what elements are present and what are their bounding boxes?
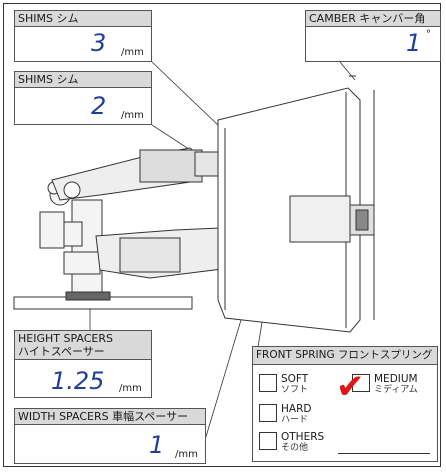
shims-mid-label: SHIMS シム	[15, 72, 151, 88]
medium-checkbox[interactable]	[352, 374, 370, 392]
medium-label: MEDIUM	[374, 373, 418, 385]
camber-value: 1	[406, 29, 422, 57]
shims-top-label: SHIMS シム	[15, 11, 151, 27]
hard-sub-label: ハード	[281, 415, 309, 425]
others-checkbox[interactable]	[259, 432, 277, 450]
height-spacers-unit: /mm	[119, 383, 142, 394]
page-frame	[3, 3, 441, 467]
camber-box: CAMBER キャンバー角 1 °	[305, 10, 441, 62]
shims-mid-value: 2	[91, 92, 107, 120]
shims-mid-unit: /mm	[121, 110, 144, 121]
medium-sub-label: ミディアム	[374, 385, 418, 395]
camber-label: CAMBER キャンバー角	[306, 11, 440, 27]
front-spring-box: FRONT SPRING フロントスプリング	[252, 346, 438, 462]
height-spacers-header: HEIGHT SPACERS ハイトスペーサー	[15, 331, 151, 360]
shims-top-value: 3	[91, 29, 107, 57]
hard-label: HARD	[281, 403, 312, 415]
spring-option-medium[interactable]: MEDIUM ミディアム	[352, 374, 418, 396]
others-label: OTHERS	[281, 431, 325, 443]
height-spacers-value: 1.25	[51, 367, 105, 395]
shims-top-box: SHIMS シム 3 /mm	[14, 10, 152, 62]
width-spacers-label: WIDTH SPACERS 車幅スペーサー	[15, 409, 205, 425]
height-spacers-box: HEIGHT SPACERS ハイトスペーサー 1.25 /mm	[14, 330, 152, 398]
width-spacers-unit: /mm	[175, 449, 198, 460]
width-spacers-box: WIDTH SPACERS 車幅スペーサー 1 /mm	[14, 408, 206, 464]
spring-option-hard[interactable]: HARD ハード	[259, 404, 311, 426]
soft-sub-label: ソフト	[281, 385, 309, 395]
width-spacers-value: 1	[149, 431, 165, 459]
spring-option-soft[interactable]: SOFT ソフト	[259, 374, 308, 396]
shims-top-unit: /mm	[121, 47, 144, 58]
medium-check-mark: ✔	[336, 367, 365, 407]
front-spring-title: FRONT SPRING フロントスプリング	[253, 347, 437, 365]
camber-unit: °	[426, 29, 431, 40]
others-write-line	[338, 453, 430, 454]
others-sub-label: その他	[281, 443, 309, 453]
shims-mid-box: SHIMS シム 2 /mm	[14, 71, 152, 125]
hard-checkbox[interactable]	[259, 404, 277, 422]
height-spacers-label-1: HEIGHT SPACERS	[18, 332, 113, 345]
spring-option-others[interactable]: OTHERS その他	[259, 432, 324, 454]
soft-checkbox[interactable]	[259, 374, 277, 392]
height-spacers-label-2: ハイトスペーサー	[18, 345, 105, 358]
soft-label: SOFT	[281, 373, 309, 385]
